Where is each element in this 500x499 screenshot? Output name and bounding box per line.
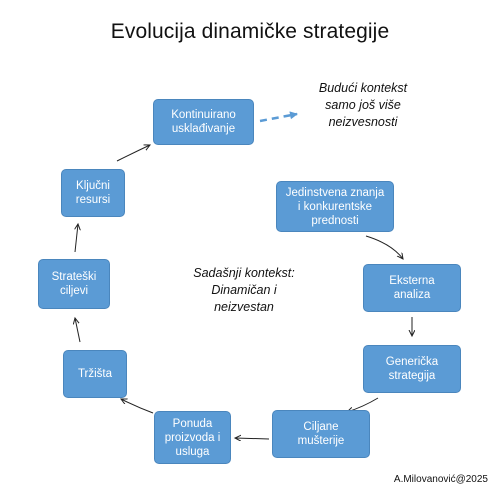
node-ciljane-musterije: Ciljane mušterije — [272, 410, 370, 458]
node-eksterna-analiza: Eksterna analiza — [363, 264, 461, 312]
node-kljucni-resursi: Ključni resursi — [61, 169, 125, 217]
arrow-trzista-to-strateski — [75, 318, 81, 343]
arrow-ponuda-to-trzista — [121, 399, 154, 414]
node-strateski-ciljevi: Strateški ciljevi — [38, 259, 110, 309]
diagram-title: Evolucija dinamičke strategije — [110, 20, 390, 43]
arrow-kontinuirano-to-future — [259, 111, 298, 123]
node-kontinuirano-usklađivanje: Kontinuirano usklađivanje — [153, 99, 254, 145]
credit-text: A.Milovanović@2025 — [393, 474, 488, 485]
node-genericka-strategija: Generička strategija — [363, 345, 461, 393]
arrow-jedinstvena-to-eksterna — [365, 235, 403, 259]
node-trzista: Tržišta — [63, 350, 127, 398]
future-context-text: Budući kontekst samo još više neizvesnos… — [318, 81, 408, 129]
arrow-strateski-to-kljucni — [75, 224, 78, 253]
present-context-text: Sadašnji kontekst: Dinamičan i neizvesta… — [193, 266, 295, 314]
arrow-kljucni-to-kontinuirano — [116, 145, 150, 162]
node-ponuda-proizvoda: Ponuda proizvoda i usluga — [154, 411, 231, 464]
node-jedinstvena-znanja: Jedinstvena znanja i konkurentske predno… — [276, 181, 394, 232]
arrow-ciljane-to-ponuda — [235, 438, 270, 439]
